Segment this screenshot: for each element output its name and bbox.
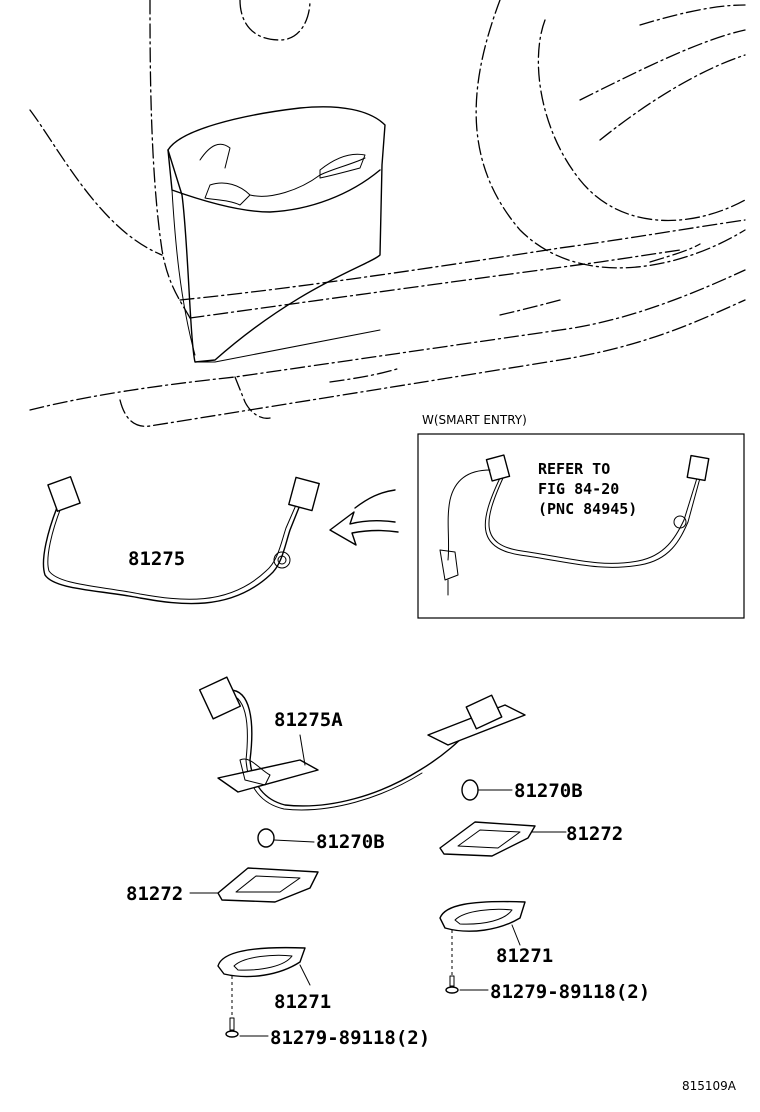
figure-id: 815109A (682, 1079, 737, 1093)
bulb-right: 81270B (461, 779, 583, 802)
screw-right: 81279-89118(2) (445, 930, 650, 1003)
label-81275: 81275 (128, 548, 185, 570)
inset-note-line1: REFER TO (538, 460, 610, 478)
label-screw-left: 81279-89118(2) (270, 1027, 430, 1049)
label-81271-right: 81271 (496, 945, 553, 967)
lens-left: 81271 (217, 946, 331, 1013)
inset-note-line2: FIG 84-20 (538, 480, 619, 498)
label-81270b-right: 81270B (514, 780, 583, 802)
gasket-right: 81272 (439, 821, 623, 857)
label-81270b-left: 81270B (316, 831, 385, 853)
label-81271-left: 81271 (274, 991, 331, 1013)
inset-title: W(SMART ENTRY) (422, 413, 527, 427)
screw-left: 81279-89118(2) (225, 976, 430, 1049)
vehicle-rear-outline (29, 0, 746, 427)
license-lamp-housing (167, 106, 386, 363)
harness-81275a: 81275A (198, 676, 526, 811)
substitution-arrow (329, 489, 399, 546)
label-81275a: 81275A (274, 709, 343, 731)
label-screw-right: 81279-89118(2) (490, 981, 650, 1003)
inset-note-line3: (PNC 84945) (538, 500, 637, 518)
lens-right: 81271 (439, 900, 553, 967)
gasket-left: 81272 (126, 867, 319, 905)
bulb-left: 81270B (257, 828, 385, 853)
smart-entry-inset: W(SMART ENTRY) REFER TO FIG 84-20 (PNC 8… (417, 413, 745, 619)
label-81272-left: 81272 (126, 883, 183, 905)
label-81272-right: 81272 (566, 823, 623, 845)
harness-81275: 81275 (42, 476, 320, 605)
